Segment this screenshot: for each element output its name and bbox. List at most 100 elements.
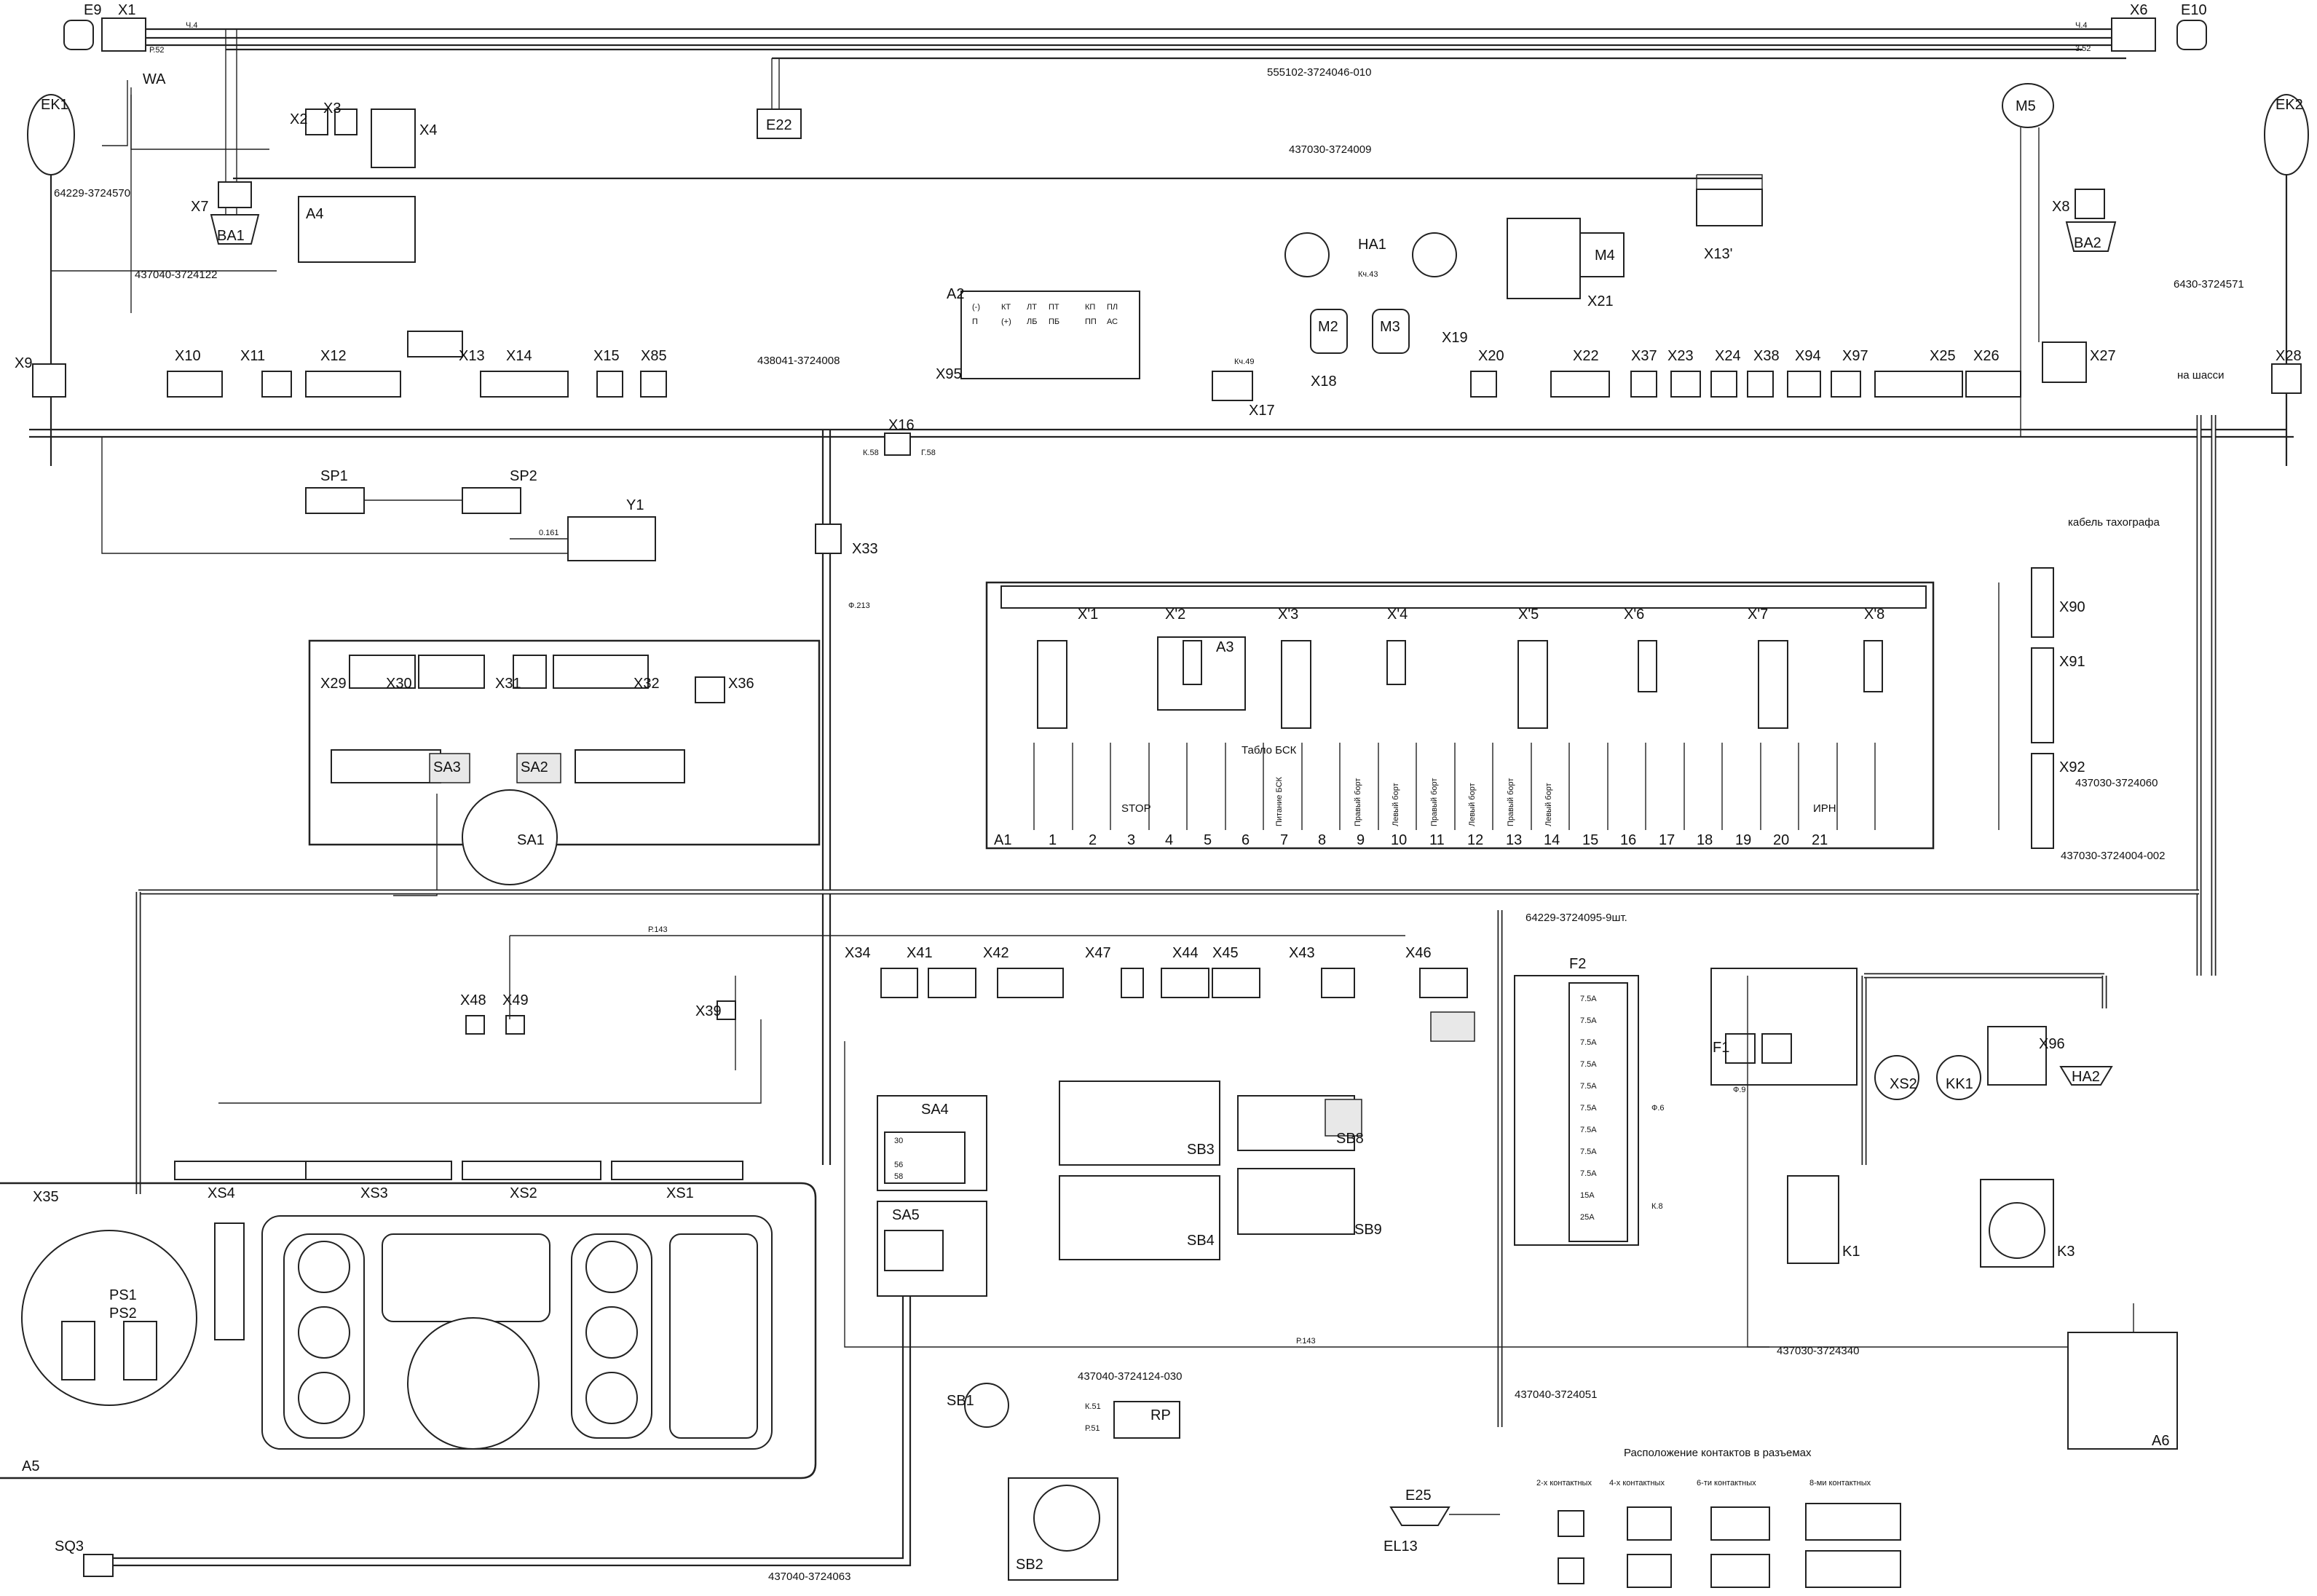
label-ek1: EK1 — [41, 97, 68, 113]
harness-64229-095: 64229-3724095-9шт. — [1525, 912, 1627, 924]
num-18: 18 — [1697, 832, 1713, 848]
label-x36: X36 — [728, 676, 754, 692]
harness-438041: 438041-3724008 — [757, 355, 840, 367]
connector-x38: X38 — [1747, 348, 1780, 398]
label-x32: X32 — [633, 676, 660, 692]
wire-f213-x33: Ф.213 — [848, 601, 870, 610]
wire-p143-low: Р.143 — [1296, 1337, 1316, 1346]
text-prav1: Правый борт — [1354, 778, 1362, 826]
label-x16: X16 — [888, 417, 915, 433]
num-16: 16 — [1620, 832, 1636, 848]
label-f1: F1 — [1713, 1040, 1729, 1056]
middle-connectors: Р.143 X34 X41 X42 X47 X44 X45 X43 X46 X4… — [460, 925, 1475, 1070]
ba2-speaker-shape — [2065, 221, 2117, 252]
label-x3: X3 — [323, 100, 341, 116]
a4-radio-shape — [298, 196, 416, 263]
wire-p51: Р.51 — [1085, 1424, 1100, 1433]
connector-x22: X22 — [1550, 348, 1610, 398]
x6-connector-shape — [2111, 17, 2156, 52]
label-sq3: SQ3 — [55, 1538, 84, 1554]
connector-x9: X9 — [15, 355, 66, 398]
label-x39: X39 — [695, 1003, 722, 1019]
bottom-group: 437040-3724051 E25 EL13 SQ3 437040-37240… — [55, 1296, 1901, 1588]
svg-text:30: 30 — [894, 1137, 903, 1145]
xs2-socket-shape — [1874, 1055, 1919, 1100]
label-sb8: SB8 — [1336, 1131, 1364, 1147]
connector-row: X9 X10 X11 X12 X13 X14 X15 X85 — [15, 331, 2294, 438]
label-sa1: SA1 — [517, 832, 545, 848]
label-x92: X92 — [2059, 759, 2085, 775]
label-x19: X19 — [1442, 330, 1468, 346]
svg-text:ПП: ПП — [1085, 317, 1097, 326]
harness-6430: 6430-3724571 — [2174, 278, 2244, 291]
num-6: 6 — [1242, 832, 1250, 848]
label-xs2: XS2 — [510, 1185, 537, 1201]
label-ba1: BA1 — [217, 228, 245, 244]
label-x33: X33 — [852, 541, 878, 557]
svg-text:X24: X24 — [1715, 348, 1741, 364]
fuse-10: 15A — [1580, 1191, 1595, 1200]
num-10: 10 — [1391, 832, 1407, 848]
svg-text:X11: X11 — [240, 348, 265, 364]
connector-x13: X13 — [407, 331, 485, 364]
label-a5: A5 — [22, 1458, 39, 1474]
svg-text:X10: X10 — [175, 348, 201, 364]
label-sp1: SP1 — [320, 468, 348, 484]
label-x21: X21 — [1587, 293, 1614, 309]
label-x43: X43 — [1289, 945, 1315, 961]
svg-text:X25: X25 — [1930, 348, 1956, 364]
connector-x85: X85 — [640, 348, 667, 398]
fuse-8: 7.5A — [1580, 1147, 1597, 1156]
text-stop: STOP — [1121, 802, 1151, 815]
label-x4: X4 — [419, 122, 437, 138]
label-x42: X42 — [983, 945, 1009, 961]
right-upper-group: M5 X8 BA2 EK2 6430-3724571 X28 X13' 4370… — [233, 83, 2309, 466]
label-x30: X30 — [386, 676, 412, 692]
label-e22: E22 — [766, 117, 792, 133]
text-lev2: Левый борт — [1468, 783, 1477, 826]
label-x95: X95 — [936, 366, 962, 382]
m5-motor-shape — [2002, 83, 2054, 128]
x90-x92-group: X90 X91 X92 кабель тахографа 437030-3724… — [1998, 415, 2217, 976]
ha2-horn-shape — [2059, 1066, 2113, 1086]
svg-text:П: П — [972, 317, 978, 326]
text-prav3: Правый борт — [1507, 778, 1515, 826]
label-x44: X44 — [1172, 945, 1199, 961]
text-irn: ИРН — [1813, 802, 1836, 815]
wire-k51: К.51 — [1085, 1402, 1101, 1411]
label-el13: EL13 — [1384, 1538, 1418, 1554]
label-sa5: SA5 — [892, 1207, 920, 1223]
connector-x11: X11 — [240, 348, 292, 398]
text-prav2: Правый борт — [1430, 778, 1439, 826]
connector-x15: X15 — [593, 348, 623, 398]
label-x91: X91 — [2059, 654, 2085, 670]
label-y1: Y1 — [626, 497, 644, 513]
harness-437030-340: 437030-3724340 — [1777, 1345, 1859, 1357]
switch-blocks: Р.143 SA4 30 56 58 SA5 SB3 SB4 SB8 SB9 4… — [844, 1041, 2134, 1581]
harness-437030-009: 437030-3724009 — [1289, 143, 1371, 156]
svg-text:X26: X26 — [1973, 348, 2000, 364]
switch-panel: X29 X30 X31 X32 X36 SA3 SA2 SA1 — [308, 639, 821, 896]
fuse-3: 7.5A — [1580, 1038, 1597, 1047]
main-cable-band: 64229-3724095-9шт. — [135, 889, 2199, 1427]
svg-text:КТ: КТ — [1001, 303, 1011, 312]
connector-x20: X20 — [1470, 348, 1504, 398]
num-14: 14 — [1544, 832, 1560, 848]
svg-text:ПТ: ПТ — [1049, 303, 1059, 312]
text-pitanie: Питание БСК — [1275, 776, 1284, 826]
sb1-button-shape — [964, 1383, 1009, 1428]
sa1-ignition-shape — [462, 789, 558, 885]
svg-text:X85: X85 — [641, 348, 667, 364]
label-sp2: SP2 — [510, 468, 537, 484]
harness-437040-124: 437040-3724124-030 — [1078, 1370, 1182, 1383]
num-1: 1 — [1049, 832, 1057, 848]
wire-0161: 0.161 — [539, 529, 559, 537]
label-ha1: HA1 — [1358, 237, 1386, 253]
connector-x12: X12 — [305, 348, 401, 398]
connector-x37: X37 — [1630, 348, 1657, 398]
label-x17: X17 — [1249, 403, 1275, 419]
label-k1: K1 — [1842, 1244, 1860, 1260]
label-tacho: кабель тахографа — [2068, 516, 2160, 529]
label-ek2: EK2 — [2275, 97, 2303, 113]
harness-437030-004: 437030-3724004-002 — [2061, 850, 2165, 862]
